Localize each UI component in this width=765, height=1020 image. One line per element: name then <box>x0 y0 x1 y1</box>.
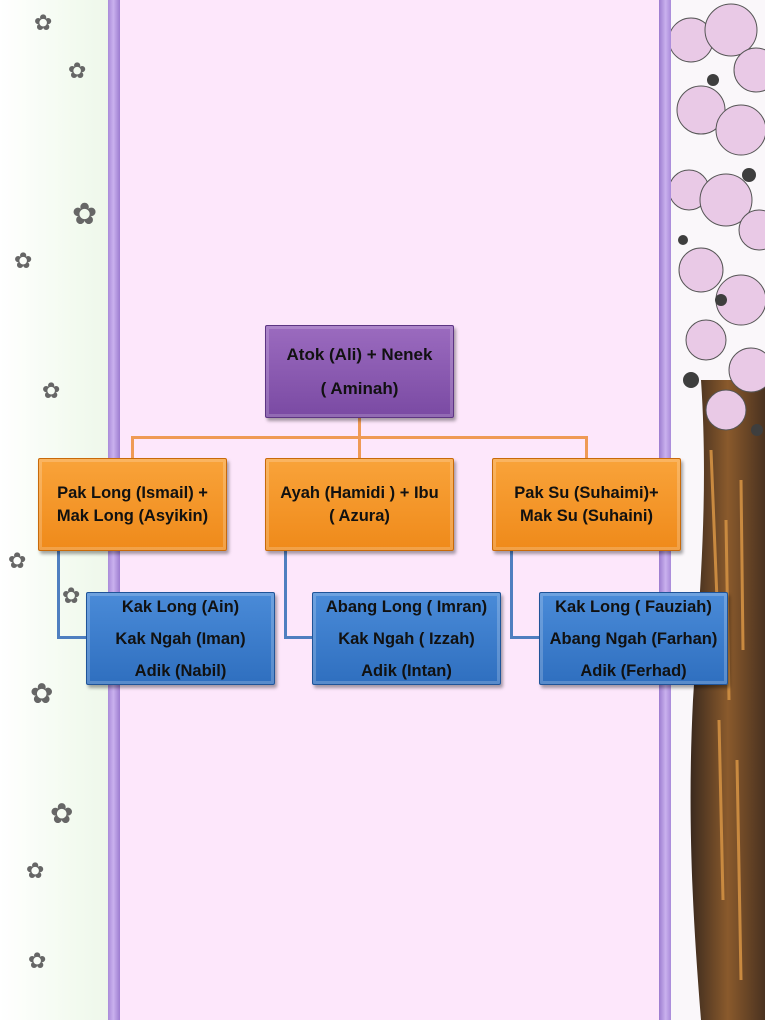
child-name: Adik (Intan) <box>361 655 452 687</box>
flower-icon: ✿ <box>72 200 97 230</box>
flower-icon: ✿ <box>28 950 46 972</box>
child-name: Abang Long ( Imran) <box>326 591 487 623</box>
child-name: Abang Ngah (Farhan) <box>550 623 718 655</box>
connector-child-right-vertical <box>510 551 513 639</box>
children-box-pak-long: Kak Long (Ain) Kak Ngah (Iman) Adik (Nab… <box>86 592 275 685</box>
connector-root-down <box>358 418 361 438</box>
parent-box-pak-long: Pak Long (Ismail) + Mak Long (Asyikin) <box>38 458 227 551</box>
parent-box-pak-su: Pak Su (Suhaimi)+ Mak Su (Suhaini) <box>492 458 681 551</box>
connector-child-left-horizontal <box>57 636 87 639</box>
tree-illustration <box>671 0 765 1020</box>
connector-child-left-vertical <box>57 551 60 639</box>
child-name: Kak Long ( Fauziah) <box>555 591 712 623</box>
child-name: Adik (Nabil) <box>135 655 227 687</box>
child-name: Kak Long (Ain) <box>122 591 239 623</box>
flower-icon: ✿ <box>68 60 86 82</box>
child-name: Adik (Ferhad) <box>580 655 686 687</box>
flower-icon: ✿ <box>14 250 32 272</box>
flower-icon: ✿ <box>62 585 80 607</box>
tree-svg <box>671 0 765 1020</box>
connector-child-middle-horizontal <box>284 636 314 639</box>
connector-right-drop <box>585 436 588 458</box>
flower-icon: ✿ <box>50 800 73 828</box>
child-name: Kak Ngah ( Izzah) <box>338 623 475 655</box>
flower-icon: ✿ <box>34 12 52 34</box>
parent-line2: Mak Long (Asyikin) <box>57 505 208 528</box>
grandparents-line1: Atok (Ali) + Nenek <box>287 338 433 372</box>
parent-line1: Ayah (Hamidi ) + Ibu <box>280 482 438 505</box>
flower-icon: ✿ <box>30 680 53 708</box>
connector-child-middle-vertical <box>284 551 287 639</box>
flower-icon: ✿ <box>8 550 26 572</box>
parent-line2: ( Azura) <box>329 505 390 528</box>
parent-box-ayah-ibu: Ayah (Hamidi ) + Ibu ( Azura) <box>265 458 454 551</box>
connector-middle-drop <box>358 436 361 458</box>
parent-line2: Mak Su (Suhaini) <box>520 505 653 528</box>
child-name: Kak Ngah (Iman) <box>115 623 245 655</box>
flower-icon: ✿ <box>42 380 60 402</box>
parent-line1: Pak Su (Suhaimi)+ <box>514 482 658 505</box>
children-box-pak-su: Kak Long ( Fauziah) Abang Ngah (Farhan) … <box>539 592 728 685</box>
grandparents-box: Atok (Ali) + Nenek ( Aminah) <box>265 325 454 418</box>
children-box-ayah-ibu: Abang Long ( Imran) Kak Ngah ( Izzah) Ad… <box>312 592 501 685</box>
parent-line1: Pak Long (Ismail) + <box>57 482 208 505</box>
grandparents-line2: ( Aminah) <box>321 372 399 406</box>
connector-child-right-horizontal <box>510 636 541 639</box>
connector-left-drop <box>131 436 134 458</box>
flower-icon: ✿ <box>26 860 44 882</box>
